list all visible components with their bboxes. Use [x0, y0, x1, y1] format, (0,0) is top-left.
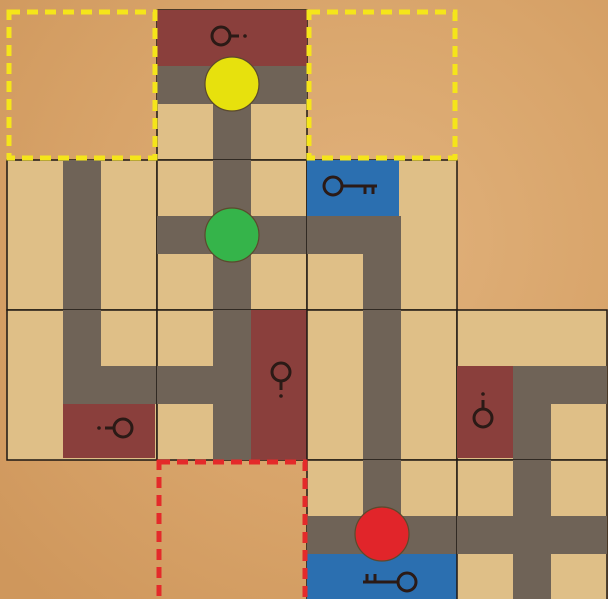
tile-bottom-right-cross[interactable] [457, 460, 607, 599]
tile-left-upper[interactable] [7, 160, 157, 310]
red-token[interactable] [355, 507, 409, 561]
green-token[interactable] [205, 208, 259, 262]
path-segments [363, 310, 401, 460]
red-lock-panel [457, 366, 515, 458]
tile-blue-key-top[interactable] [307, 160, 457, 310]
tile-center-lower[interactable] [157, 310, 307, 460]
tile-right-vertical[interactable] [307, 310, 457, 460]
red-lock-panel [251, 310, 307, 460]
path-segments [63, 160, 101, 310]
yellow-token[interactable] [205, 57, 259, 111]
tile-far-right[interactable] [457, 310, 607, 460]
red-lock-panel [63, 402, 155, 458]
tile-left-lower[interactable] [7, 310, 157, 460]
blue-lock-panel [307, 160, 399, 216]
